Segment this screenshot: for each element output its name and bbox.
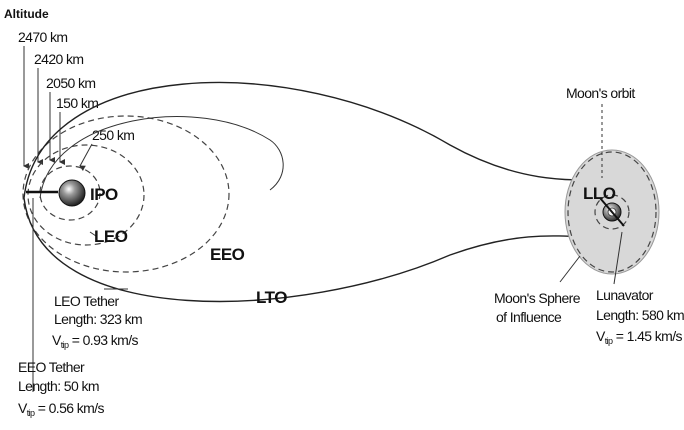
ipo-label: IPO xyxy=(90,185,118,204)
lto-trajectory xyxy=(23,81,653,303)
llo-orbit xyxy=(594,194,630,230)
altitude-pointer-lines xyxy=(23,46,93,172)
lto-label: LTO xyxy=(256,288,287,307)
altitude-label-150: 150 km xyxy=(56,95,98,111)
altitude-label-2420: 2420 km xyxy=(34,51,84,67)
leo-tether-length: Length: 323 km xyxy=(54,311,142,327)
lunavator-vtip: Vtip = 1.45 km/s xyxy=(596,328,683,346)
leo-pointer xyxy=(89,231,97,237)
leo-label: LEO xyxy=(94,227,128,246)
leo-orbit xyxy=(27,144,145,246)
leo-tether-title: LEO Tether xyxy=(54,293,119,309)
eeo-orbit xyxy=(22,115,230,273)
eeo-tether-title: EEO Tether xyxy=(18,359,85,375)
altitude-label-2470: 2470 km xyxy=(18,29,68,45)
moon-sphere-boundary xyxy=(567,151,657,273)
eeo-label: EEO xyxy=(210,245,245,264)
altitude-label-250: 250 km xyxy=(92,127,134,143)
lunavator-pointer xyxy=(613,231,623,285)
lunavator-title: Lunavator xyxy=(596,287,654,303)
llo-label: LLO xyxy=(583,184,616,203)
sphere-pointer xyxy=(559,255,581,283)
altitude-label-2050: 2050 km xyxy=(46,75,96,91)
lunavator-length: Length: 580 km xyxy=(596,307,684,323)
moons-orbit-label: Moon's orbit xyxy=(566,85,635,101)
sphere-label-line2: of Influence xyxy=(496,309,562,325)
altitude-heading: Altitude xyxy=(4,7,49,21)
outer-transfer-arc xyxy=(39,116,284,199)
eeo-tether-vtip: Vtip = 0.56 km/s xyxy=(18,400,105,418)
eeo-tether-length: Length: 50 km xyxy=(18,378,99,394)
lunavator-tether-line xyxy=(599,197,625,227)
sphere-label-line1: Moon's Sphere xyxy=(494,290,581,306)
leo-tether-vtip: Vtip = 0.93 km/s xyxy=(52,332,139,350)
ipo-orbit xyxy=(39,165,101,221)
earth-icon xyxy=(58,179,86,207)
